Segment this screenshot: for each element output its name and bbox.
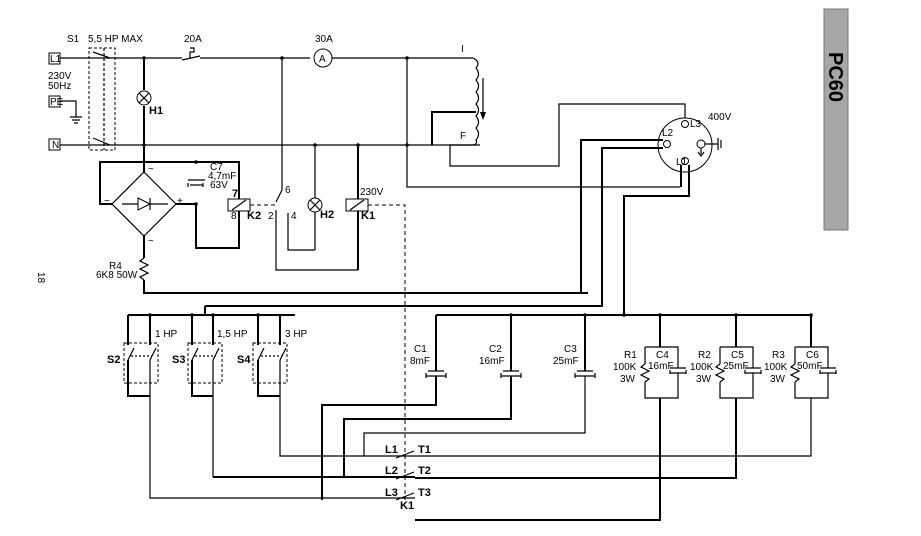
k1-pole3-line: L3 xyxy=(385,487,398,499)
r1-ref: R1 xyxy=(624,350,637,361)
c2-value: 16mF xyxy=(479,356,505,367)
supply-voltage: 230V xyxy=(48,71,72,82)
r2-ref: R2 xyxy=(698,350,711,361)
terminal-l1: L1 xyxy=(48,52,62,65)
contactor-k1 xyxy=(395,450,415,501)
c5-ref: C5 xyxy=(731,350,744,361)
main-switch-s1 xyxy=(88,47,116,151)
k2-pin-bottom: 8 xyxy=(231,211,237,222)
k1-pole3-load: T3 xyxy=(418,487,431,499)
c2-ref: C2 xyxy=(489,344,502,355)
r2-power: 3W xyxy=(696,374,712,385)
breaker-rating: 20A xyxy=(184,34,202,45)
svg-text:N: N xyxy=(52,140,59,151)
lamp-h1-icon xyxy=(136,90,152,106)
run-group-1 xyxy=(415,315,687,521)
rectifier-ac1: ~ xyxy=(148,164,154,175)
terminal-pe: PE xyxy=(48,95,64,108)
k1-pole2-load: T2 xyxy=(418,465,431,477)
s1-rating: 5,5 HP MAX xyxy=(88,34,143,45)
s2-ref: S2 xyxy=(107,354,120,366)
r1-value: 100K xyxy=(613,362,637,373)
run-group-2 xyxy=(415,315,762,479)
c1-ref: C1 xyxy=(414,344,427,355)
r4-ref: R4 xyxy=(109,261,122,272)
capacitor-c3 xyxy=(363,315,596,456)
c4-value: 16mF xyxy=(648,361,674,372)
c5-value: 25mF xyxy=(723,361,749,372)
k1-pole2-line: L2 xyxy=(385,465,398,477)
lamp-h2-icon xyxy=(307,197,323,213)
s3-rating: 1,5 HP xyxy=(217,329,248,340)
s4-rating: 3 HP xyxy=(285,329,308,340)
svg-text:A: A xyxy=(319,54,326,65)
svg-text:L1: L1 xyxy=(50,54,62,65)
socket-pin-l1: L1 xyxy=(676,157,688,168)
ammeter-rating: 30A xyxy=(315,34,333,45)
svg-text:PE: PE xyxy=(50,97,64,108)
relay-k1-coil xyxy=(345,198,369,212)
k2-contact-c: 4 xyxy=(291,211,297,222)
lamp-h1-label: H1 xyxy=(149,105,163,117)
transformer-bottom-tap: F xyxy=(460,131,466,142)
s2-rating: 1 HP xyxy=(155,329,178,340)
r3-value: 100K xyxy=(764,362,788,373)
transformer-winding xyxy=(472,57,486,146)
title-block xyxy=(823,8,849,231)
c6-value: 50mF xyxy=(797,361,823,372)
r3-ref: R3 xyxy=(772,350,785,361)
k1-pole1-load: T1 xyxy=(418,444,431,456)
earth-icon xyxy=(60,100,82,124)
k2-contact-a: 6 xyxy=(285,185,291,196)
resistor-r4 xyxy=(138,257,150,281)
k2-contact-b: 2 xyxy=(268,211,274,222)
s1-ref: S1 xyxy=(67,34,80,45)
r4-value: 6K8 50W xyxy=(96,270,138,281)
socket-pin-l3: L3 xyxy=(690,119,702,130)
breaker-20a xyxy=(181,47,201,61)
selector-switch-s4[interactable] xyxy=(252,315,415,457)
k1-voltage: 230V xyxy=(360,187,384,198)
socket-voltage: 400V xyxy=(708,112,732,123)
r3-power: 3W xyxy=(770,374,786,385)
capacitor-c7 xyxy=(187,179,205,187)
terminal-n: N xyxy=(48,138,61,151)
c6-ref: C6 xyxy=(806,350,819,361)
s3-ref: S3 xyxy=(172,354,185,366)
r1-power: 3W xyxy=(620,374,636,385)
socket-pin-l2: L2 xyxy=(662,128,674,139)
rectifier-bridge xyxy=(111,171,177,237)
page-mark: 18 xyxy=(35,272,46,284)
rectifier-pos: + xyxy=(177,196,183,207)
k1-pole1-line: L1 xyxy=(385,444,398,456)
s4-ref: S4 xyxy=(237,354,251,366)
selector-switch-s2[interactable] xyxy=(123,315,415,499)
k2-pin-top: 7 xyxy=(232,188,238,200)
k1-coil-ref: K1 xyxy=(361,210,375,222)
model-title: PC60 xyxy=(824,52,846,102)
transformer-top-tap: I xyxy=(461,44,464,55)
c3-ref: C3 xyxy=(564,344,577,355)
k2-ref: K2 xyxy=(247,210,261,222)
rectifier-ac2: ~ xyxy=(148,236,154,247)
capacitor-c2 xyxy=(343,315,522,478)
c7-ref: C7 xyxy=(210,162,223,173)
k1-contactor-ref: K1 xyxy=(400,500,414,512)
ammeter-icon: A xyxy=(313,48,333,68)
c7-voltage: 63V xyxy=(210,180,228,191)
lamp-h2-label: H2 xyxy=(320,209,334,221)
c4-ref: C4 xyxy=(656,350,669,361)
supply-frequency: 50Hz xyxy=(48,81,71,92)
c3-value: 25mF xyxy=(553,356,579,367)
r2-value: 100K xyxy=(690,362,714,373)
selector-switch-s3[interactable] xyxy=(187,315,415,478)
capacitor-c1 xyxy=(321,315,447,500)
c1-value: 8mF xyxy=(410,356,430,367)
run-group-3 xyxy=(415,315,837,457)
c7-value: 4,7mF xyxy=(208,171,236,182)
socket-400v xyxy=(657,117,722,173)
rectifier-neg: − xyxy=(104,196,110,207)
